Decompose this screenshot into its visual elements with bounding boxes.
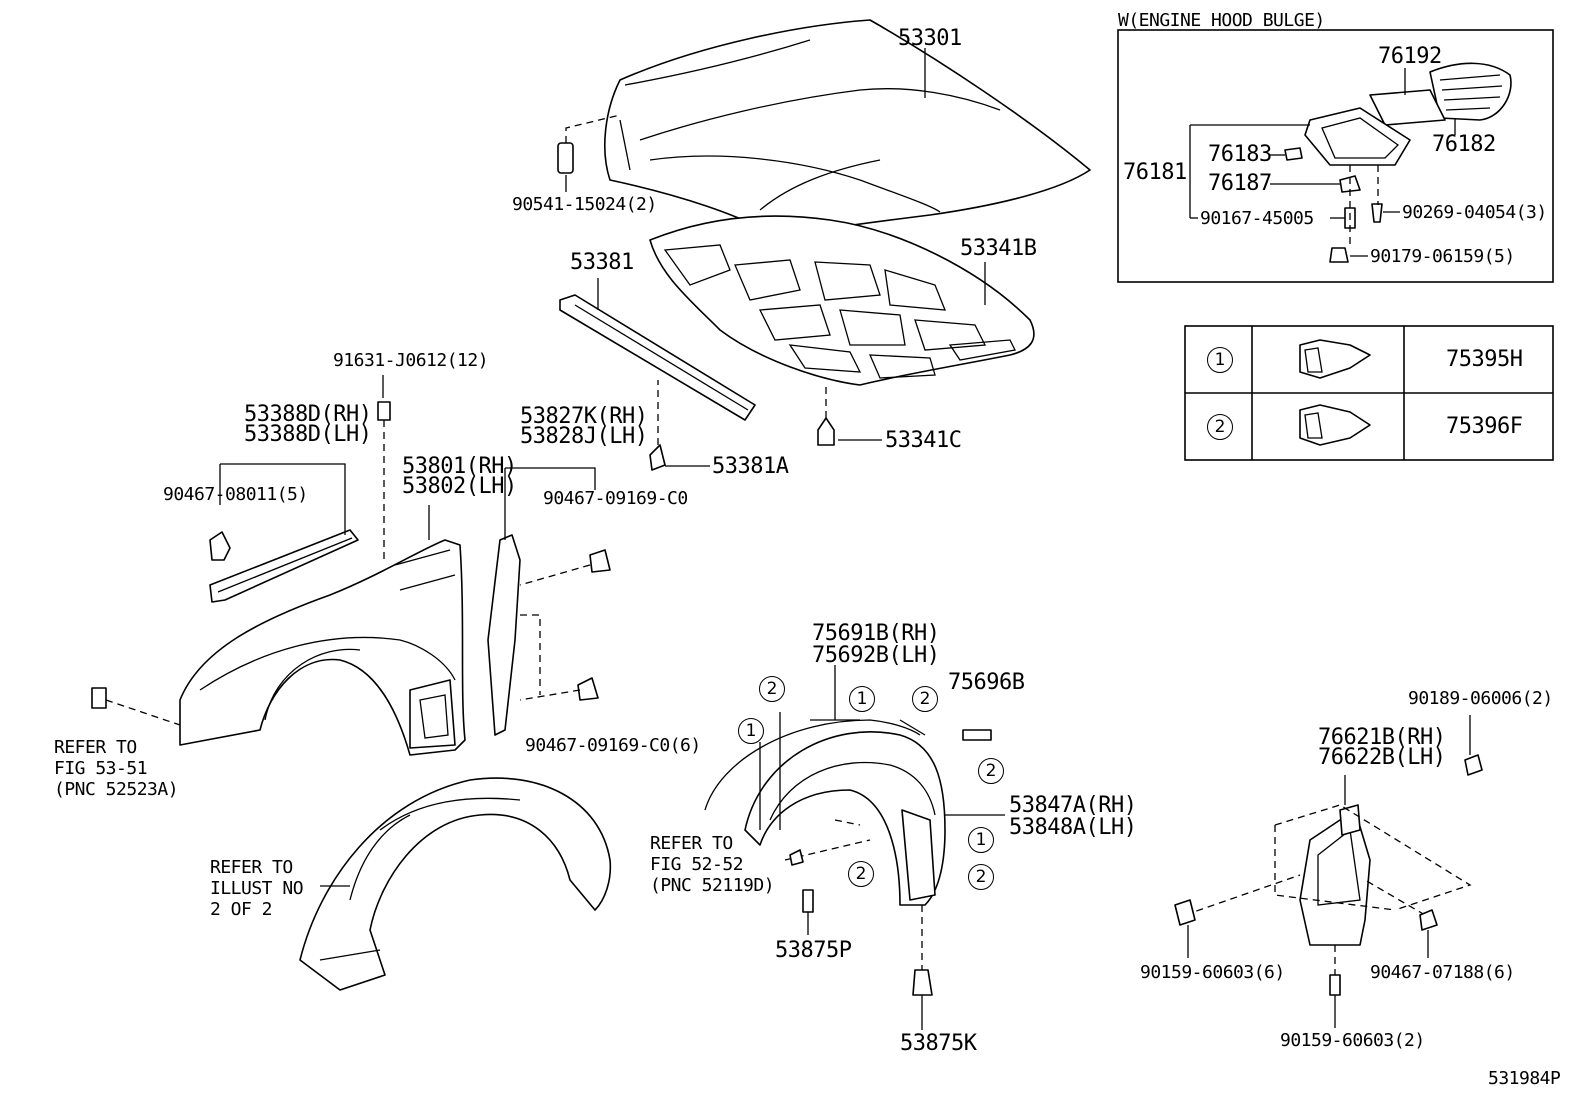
nut-90189 (1464, 754, 1483, 776)
label-76621b-rh: 76621B(RH) (1318, 725, 1446, 750)
label-53388d-rh: 53388D(RH) (244, 402, 372, 427)
marker-1: 1 (849, 686, 875, 712)
nut-90179 (1329, 247, 1349, 263)
marker-2: 2 (759, 676, 785, 702)
clip-90467-09169 (589, 549, 611, 573)
marker-2: 2 (968, 864, 994, 890)
marker-1: 1 (968, 827, 994, 853)
label-90467-08011: 90467-08011(5) (163, 484, 308, 505)
legend-part-75396f: 75396F (1446, 414, 1523, 439)
legend-marker-2: 2 (1207, 414, 1233, 440)
clip-75395h-drawing (1299, 339, 1371, 379)
label-75696b: 75696B (948, 670, 1025, 695)
refer-52523a-line2: FIG 53-51 (54, 758, 148, 779)
fender-flare (704, 719, 946, 906)
label-53875p: 53875P (775, 938, 852, 963)
mud-flap (1299, 804, 1371, 946)
engine-hood (604, 19, 1091, 239)
label-90467-09169-c0-6: 90467-09169-C0(6) (525, 735, 701, 756)
refer-illust-line2: ILLUST NO (210, 878, 304, 899)
emblem-75696b (962, 729, 992, 741)
label-91631-j0612: 91631-J0612(12) (333, 350, 489, 371)
label-90189-06006: 90189-06006(2) (1408, 688, 1553, 709)
bolt-90159-2 (1329, 974, 1341, 996)
label-90167-45005: 90167-45005 (1200, 208, 1314, 229)
refer-illust-line3: 2 OF 2 (210, 899, 273, 920)
refer-part-52523a (91, 687, 107, 709)
label-90541-15024: 90541-15024(2) (512, 194, 657, 215)
inner-fender-liner (299, 777, 612, 991)
label-75691b-rh: 75691B(RH) (812, 621, 940, 646)
hood-bulge (1304, 62, 1512, 166)
refer-52119d-line2: FIG 52-52 (650, 854, 744, 875)
diagram-id: 531984P (1488, 1068, 1561, 1089)
label-76192: 76192 (1378, 44, 1442, 69)
legend-part-75395h: 75395H (1446, 347, 1523, 372)
bolt-90159-6 (1174, 899, 1196, 926)
label-76183: 76183 (1208, 142, 1272, 167)
marker-2: 2 (978, 758, 1004, 784)
label-53848a-lh: 53848A(LH) (1009, 815, 1137, 840)
hood-seal (559, 294, 756, 421)
clip-76183 (1284, 147, 1303, 161)
label-90179-06159: 90179-06159(5) (1370, 246, 1515, 267)
clip-90467-07188 (1419, 909, 1438, 931)
label-76182: 76182 (1432, 132, 1496, 157)
clip-75396f-drawing (1299, 404, 1371, 446)
label-53802-lh: 53802(LH) (402, 474, 517, 499)
front-fender (179, 539, 466, 756)
marker-1: 1 (738, 718, 764, 744)
label-53847a-rh: 53847A(RH) (1009, 793, 1137, 818)
fender-bracket (487, 534, 521, 736)
clip-53875k (912, 969, 933, 996)
label-75692b-lh: 75692B(LH) (812, 643, 940, 668)
label-76187: 76187 (1208, 171, 1272, 196)
refer-52523a-line1: REFER TO (54, 737, 137, 758)
legend-marker-1: 1 (1207, 347, 1233, 373)
label-76181: 76181 (1123, 160, 1187, 185)
label-53341b: 53341B (960, 236, 1037, 261)
label-90269-04054: 90269-04054(3) (1402, 202, 1547, 223)
marker-2: 2 (848, 861, 874, 887)
refer-52119d-line1: REFER TO (650, 833, 733, 854)
label-53341c: 53341C (885, 428, 962, 453)
label-53827k-rh: 53827K(RH) (520, 404, 648, 429)
label-53301: 53301 (898, 26, 962, 51)
clip-53381a (649, 444, 666, 471)
clip-90467-08011 (209, 531, 231, 561)
label-53801-rh: 53801(RH) (402, 454, 517, 479)
hood-cushion (557, 114, 621, 174)
label-53875k: 53875K (900, 1031, 977, 1056)
marker-2: 2 (912, 686, 938, 712)
inset-title: W(ENGINE HOOD BULGE) (1118, 10, 1325, 31)
label-90467-09169-c0: 90467-09169-C0 (543, 488, 688, 509)
refer-illust-line1: REFER TO (210, 857, 293, 878)
clip-90467-09169-6 (577, 677, 599, 701)
label-76622b-lh: 76622B(LH) (1318, 745, 1446, 770)
refer-52119d-line3: (PNC 52119D) (650, 875, 775, 896)
bolt-91631 (377, 401, 391, 421)
label-90159-60603-2: 90159-60603(2) (1280, 1030, 1425, 1051)
hood-insulator (649, 215, 1035, 386)
inset-frame (1117, 29, 1554, 283)
label-53381: 53381 (570, 250, 634, 275)
bolt-52119d (789, 849, 804, 866)
label-90159-60603-6: 90159-60603(6) (1140, 962, 1285, 983)
label-53381a: 53381A (712, 454, 789, 479)
screw-90269 (1371, 203, 1383, 223)
clip-53341c (817, 417, 835, 446)
screw-53875p (802, 889, 814, 913)
label-53388d-lh: 53388D(LH) (244, 422, 372, 447)
label-53828j-lh: 53828J(LH) (520, 424, 648, 449)
refer-52523a-line3: (PNC 52523A) (54, 779, 179, 800)
label-90467-07188: 90467-07188(6) (1370, 962, 1515, 983)
